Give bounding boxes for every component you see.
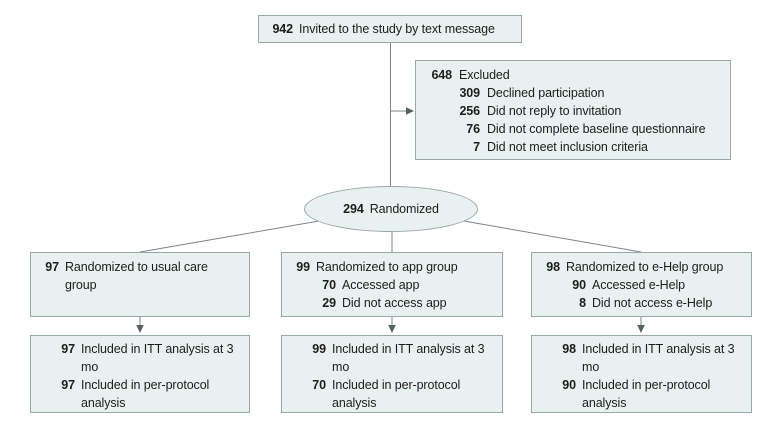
row-label: Did not complete baseline questionnaire bbox=[487, 122, 706, 136]
row-label: Randomized to app group bbox=[316, 260, 458, 274]
randomized-count: 294 bbox=[343, 202, 364, 216]
flow-row: 29 Did not access app bbox=[292, 294, 494, 312]
count-value: 99 bbox=[296, 260, 310, 274]
app-analysis-box: 99 Included in ITT analysis at 3 mo 70 Incl… bbox=[281, 335, 503, 413]
row-label: Included in ITT analysis at 3 mo bbox=[81, 342, 234, 374]
ehelp-analysis-box: 98 Included in ITT analysis at 3 mo 90 Incl… bbox=[531, 335, 752, 413]
row-label: Did not access app bbox=[342, 296, 447, 310]
count-value: 942 bbox=[272, 22, 293, 36]
flow-row: 98 Randomized to e-Help group bbox=[542, 258, 743, 276]
flow-row: 70 Included in per-protocol analysis bbox=[292, 376, 494, 412]
flow-row: 97 Included in per-protocol analysis bbox=[41, 376, 241, 412]
row-label: Included in per-protocol analysis bbox=[332, 378, 461, 410]
arrowhead-app bbox=[388, 325, 396, 333]
app-group-box: 99 Randomized to app group 70 Accessed app 2… bbox=[281, 252, 503, 317]
randomized-label: Randomized bbox=[369, 202, 439, 216]
invited-box: 942 Invited to the study by text message bbox=[258, 15, 522, 43]
connector-randomized-to-usual-care bbox=[139, 220, 320, 253]
row-label: Invited to the study by text message bbox=[299, 22, 495, 36]
flow-row: 76 Did not complete baseline questionnair… bbox=[426, 120, 722, 138]
arrowhead-usual-care bbox=[136, 325, 144, 333]
row-label: Included in ITT analysis at 3 mo bbox=[332, 342, 485, 374]
row-label: Did not meet inclusion criteria bbox=[487, 140, 648, 154]
row-label: Included in per-protocol analysis bbox=[81, 378, 210, 410]
count-value: 70 bbox=[312, 378, 326, 392]
flow-row: 648 Excluded bbox=[426, 66, 722, 84]
count-value: 8 bbox=[579, 296, 586, 310]
flow-row: 70 Accessed app bbox=[292, 276, 494, 294]
arrowhead-excluded bbox=[406, 107, 414, 115]
flow-row: 90 Included in per-protocol analysis bbox=[542, 376, 743, 412]
connector-randomized-to-ehelp bbox=[463, 220, 642, 253]
row-label: Randomized to e-Help group bbox=[566, 260, 724, 274]
ehelp-group-box: 98 Randomized to e-Help group 90 Accessed e… bbox=[531, 252, 752, 317]
count-value: 90 bbox=[562, 378, 576, 392]
row-label: Accessed e-Help bbox=[592, 278, 685, 292]
count-value: 98 bbox=[562, 342, 576, 356]
flow-row: 97 Randomized to usual care group bbox=[41, 258, 241, 294]
usual-care-group-box: 97 Randomized to usual care group bbox=[30, 252, 250, 317]
row-label: Did not reply to invitation bbox=[487, 104, 622, 118]
flow-row: 99 Included in ITT analysis at 3 mo bbox=[292, 340, 494, 376]
row-label: Excluded bbox=[459, 68, 510, 82]
flow-row: 7 Did not meet inclusion criteria bbox=[426, 138, 722, 156]
count-value: 29 bbox=[322, 296, 336, 310]
flow-row: 98 Included in ITT analysis at 3 mo bbox=[542, 340, 743, 376]
flow-row: 309 Declined participation bbox=[426, 84, 722, 102]
flow-row: 8 Did not access e-Help bbox=[542, 294, 743, 312]
flow-row: 97 Included in ITT analysis at 3 mo bbox=[41, 340, 241, 376]
count-value: 256 bbox=[459, 104, 480, 118]
count-value: 97 bbox=[61, 342, 75, 356]
row-label: Declined participation bbox=[487, 86, 605, 100]
row-label: Included in per-protocol analysis bbox=[582, 378, 711, 410]
row-label: Included in ITT analysis at 3 mo bbox=[582, 342, 735, 374]
count-value: 90 bbox=[572, 278, 586, 292]
row-label: Did not access e-Help bbox=[592, 296, 713, 310]
row-label: Randomized to usual care group bbox=[65, 260, 208, 292]
count-value: 76 bbox=[466, 122, 480, 136]
arrowhead-ehelp bbox=[637, 325, 645, 333]
count-value: 99 bbox=[312, 342, 326, 356]
count-value: 7 bbox=[473, 140, 480, 154]
randomized-ellipse: 294 Randomized bbox=[304, 186, 478, 232]
flow-row: 99 Randomized to app group bbox=[292, 258, 494, 276]
row-label: Accessed app bbox=[342, 278, 420, 292]
count-value: 97 bbox=[61, 378, 75, 392]
count-value: 648 bbox=[431, 68, 452, 82]
flow-row: 942 Invited to the study by text message bbox=[269, 20, 513, 38]
count-value: 98 bbox=[546, 260, 560, 274]
count-value: 70 bbox=[322, 278, 336, 292]
count-value: 309 bbox=[459, 86, 480, 100]
count-value: 97 bbox=[45, 260, 59, 274]
flow-row: 90 Accessed e-Help bbox=[542, 276, 743, 294]
flow-row: 256 Did not reply to invitation bbox=[426, 102, 722, 120]
